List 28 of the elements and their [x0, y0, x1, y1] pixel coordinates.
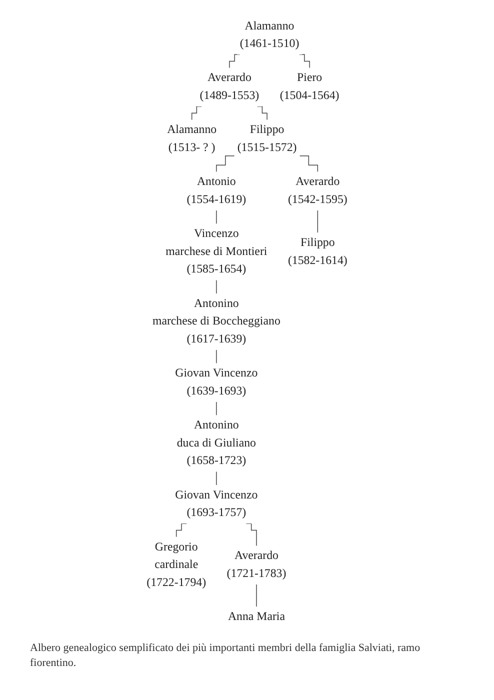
node-text: Averardo (1542-1595) [288, 176, 348, 206]
node-text: Antonio (1554-1619) [186, 176, 246, 206]
node-text: Averardo (1721-1783) [226, 550, 286, 580]
connector [317, 210, 318, 234]
connector [216, 401, 217, 416]
connector [256, 584, 257, 608]
node-text: Anna Maria [228, 610, 286, 624]
node-text: Antonino marchese di Boccheggiano (1617-1639) [152, 297, 280, 346]
connector [191, 106, 202, 120]
node-text: Alamanno (1461-1510) [240, 20, 300, 50]
node-text: Filippo (1515-1572) [237, 124, 297, 154]
node-text: Antonino duca di Giuliano (1658-1723) [176, 418, 256, 468]
node-text: Vincenzo marchese di Montieri (1585-1654) [166, 227, 268, 276]
connector [299, 156, 318, 172]
node-text: Averardo (1489-1553) [200, 72, 260, 102]
connector [216, 350, 217, 364]
connector [216, 280, 217, 294]
caption: Albero genealogico semplificato dei più importanti membri della famiglia Salviati, ramo fiorentino. [30, 641, 422, 670]
connector [216, 210, 217, 224]
connector [216, 156, 235, 172]
node-text: Piero (1504-1564) [280, 72, 340, 102]
node-text: Alamanno (1513- ? ) [167, 124, 217, 154]
node-text: Gregorio cardinale (1722-1794) [146, 540, 206, 589]
node-text: Giovan Vincenzo (1639-1693) [175, 366, 258, 398]
connector [216, 471, 217, 486]
connector [257, 106, 268, 120]
node-text: Giovan Vincenzo (1693-1757) [175, 488, 258, 520]
node-text: Filippo (1582-1614) [288, 236, 348, 267]
